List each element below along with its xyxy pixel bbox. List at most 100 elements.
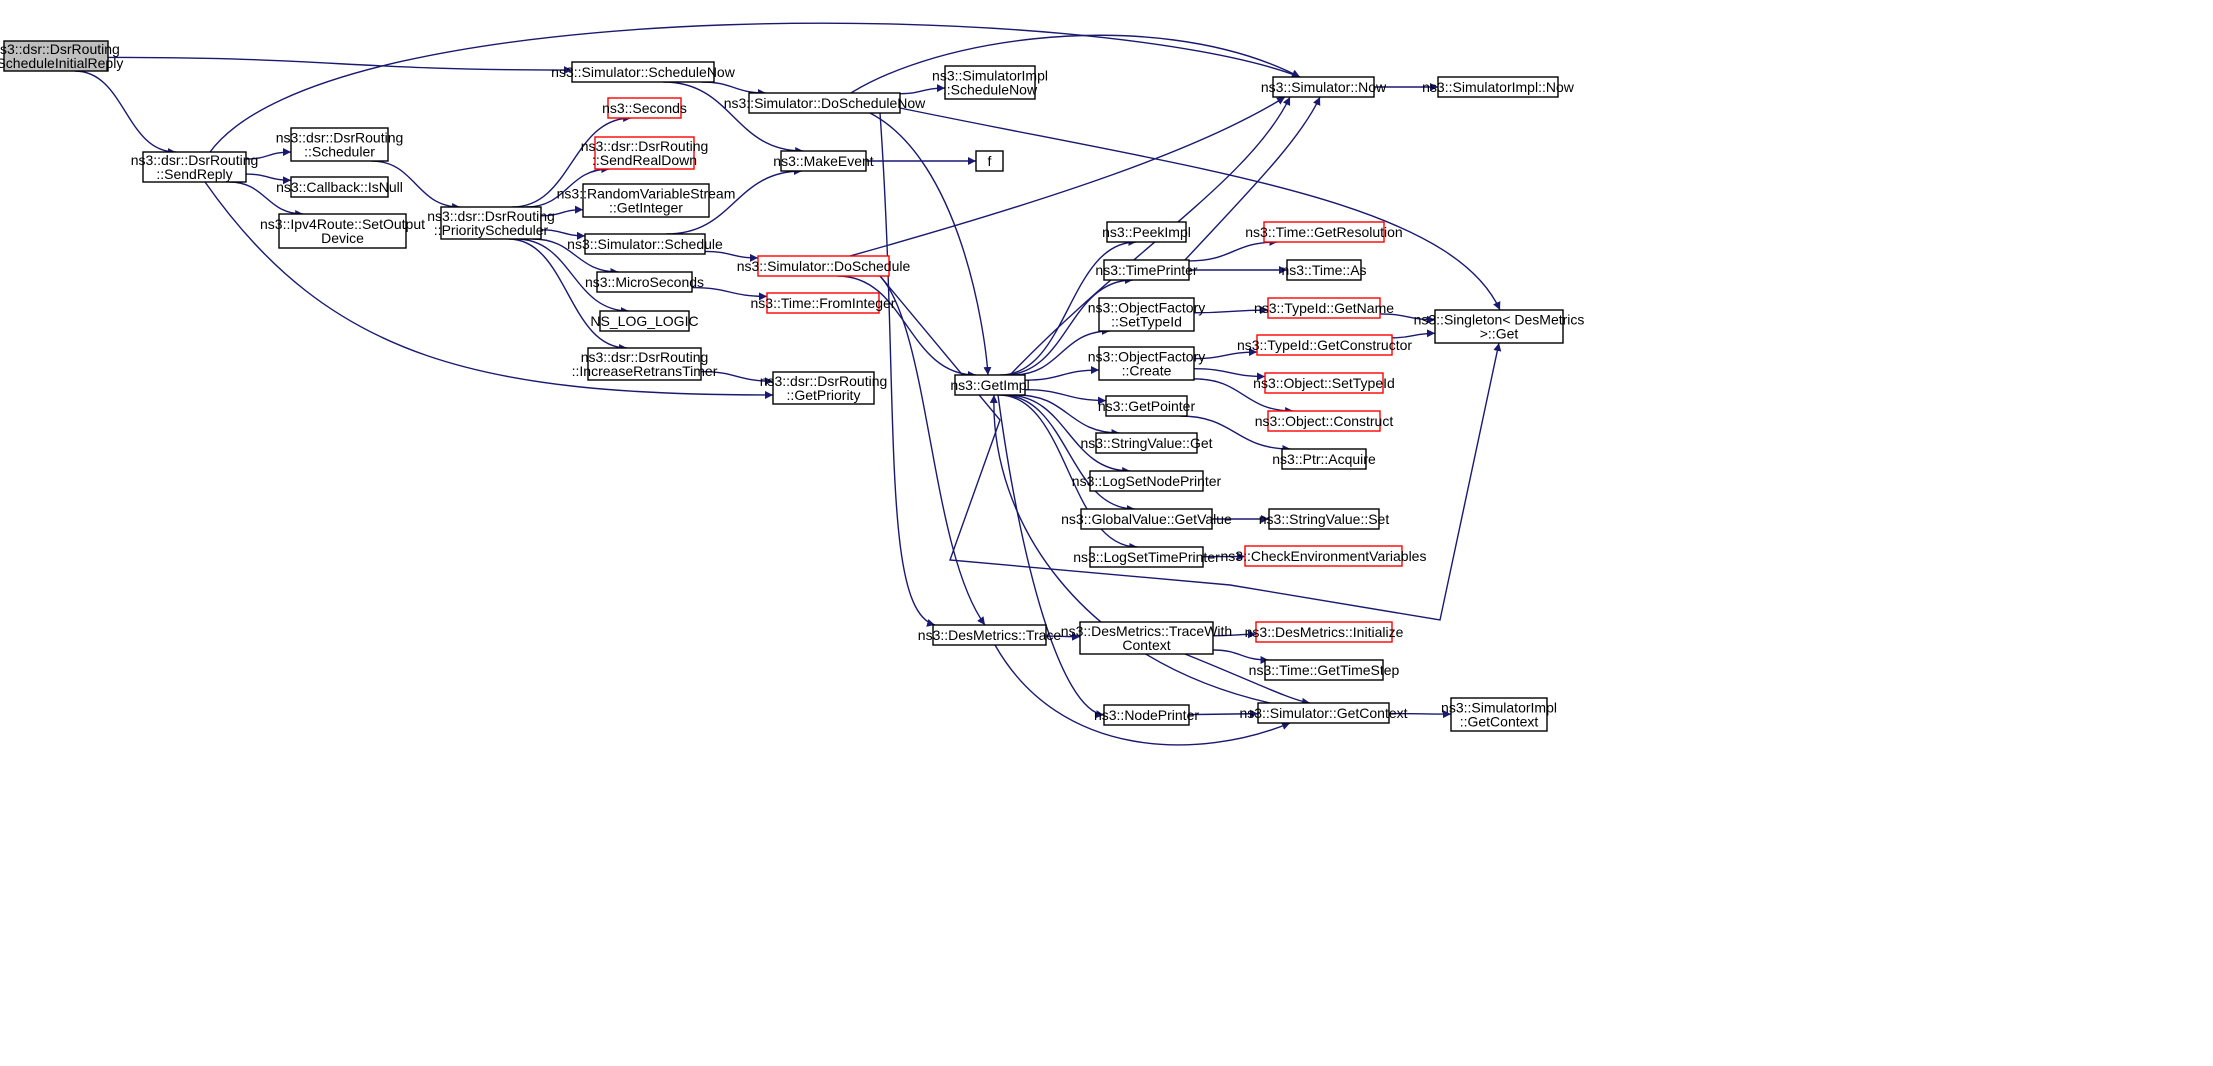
edge-do-schedule-now-to-simimpl-schedulenow: [899, 84, 946, 95]
node-label: ns3::LogSetNodePrinter: [1072, 473, 1222, 489]
node-label: ns3::Simulator::DoScheduleNow: [724, 95, 926, 111]
node-do-schedule[interactable]: ns3::Simulator::DoSchedule: [737, 255, 911, 277]
node-f[interactable]: f: [975, 150, 1004, 172]
edge-send-reply-to-simulator-now: [209, 22, 1301, 153]
node-peek-impl[interactable]: ns3::PeekImpl: [1102, 221, 1191, 243]
node-do-schedule-now[interactable]: ns3::Simulator::DoScheduleNow: [724, 92, 926, 114]
node-label: ::SendRealDown: [592, 152, 697, 168]
node-time-frominteger[interactable]: ns3::Time::FromInteger: [751, 292, 896, 314]
node-label: ns3::Time::As: [1281, 262, 1366, 278]
node-time-as[interactable]: ns3::Time::As: [1281, 259, 1367, 281]
node-get-priority[interactable]: ns3::dsr::DsrRouting::GetPriority: [760, 371, 888, 405]
edge-simulator-getcontext-to-simimpl-getcontext: [1388, 710, 1452, 719]
node-label: ::GetContext: [1460, 714, 1539, 730]
node-object-settypeid[interactable]: ns3::Object::SetTypeId: [1253, 372, 1395, 394]
edge-do-schedule-to-singleton-get: [879, 275, 1502, 621]
node-schedule-initial-reply: ns3::dsr::DsrRouting::ScheduleInitialRep…: [0, 40, 123, 72]
node-simimpl-schedulenow[interactable]: ns3::SimulatorImpl::ScheduleNow: [932, 65, 1048, 100]
node-label: ns3::DesMetrics::Initialize: [1245, 624, 1404, 640]
node-get-impl[interactable]: ns3::GetImpl: [950, 374, 1030, 396]
node-label: ::ScheduleNow: [943, 82, 1038, 98]
edge-schedule-initial-reply-to-schedule-now: [107, 56, 573, 75]
node-ns-log-logic[interactable]: NS_LOG_LOGIC: [590, 310, 699, 332]
edge-priority-scheduler-to-seconds: [512, 114, 632, 208]
node-label: Context: [1122, 637, 1170, 653]
node-label: ns3::Singleton< DesMetrics: [1414, 312, 1585, 328]
node-simulator-now[interactable]: ns3::Simulator::Now: [1261, 76, 1387, 98]
node-box: [1244, 545, 1403, 567]
node-priority-scheduler[interactable]: ns3::dsr::DsrRouting::PriorityScheduler: [427, 206, 555, 240]
node-typeid-getname[interactable]: ns3::TypeId::GetName: [1254, 297, 1394, 319]
node-send-reply[interactable]: ns3::dsr::DsrRouting::SendReply: [131, 151, 259, 183]
node-globalvalue-getvalue[interactable]: ns3::GlobalValue::GetValue: [1061, 508, 1232, 530]
node-label: ns3::GetPointer: [1098, 398, 1196, 414]
edge-get-pointer-to-ptr-acquire: [1179, 415, 1291, 453]
node-label: ns3::MicroSeconds: [585, 274, 704, 290]
node-box: [1264, 372, 1384, 394]
node-get-pointer[interactable]: ns3::GetPointer: [1098, 395, 1196, 417]
node-log-set-time-printer[interactable]: ns3::LogSetTimePrinter: [1073, 546, 1220, 568]
node-box: [1281, 448, 1367, 470]
node-send-real-down[interactable]: ns3::dsr::DsrRouting::SendRealDown: [581, 136, 709, 170]
node-desmetrics-trace[interactable]: ns3::DesMetrics::Trace: [918, 624, 1062, 646]
node-stringvalue-get[interactable]: ns3::StringValue::Get: [1080, 432, 1213, 454]
edge-schedule-now-to-make-event: [663, 81, 804, 155]
node-simulator-getcontext[interactable]: ns3::Simulator::GetContext: [1239, 702, 1408, 724]
node-make-event[interactable]: ns3::MakeEvent: [773, 150, 874, 172]
node-label: ns3::ObjectFactory: [1088, 300, 1206, 316]
node-label: ns3::Callback::IsNull: [276, 179, 403, 195]
node-label: ns3::dsr::DsrRouting: [760, 373, 888, 389]
node-check-env-vars[interactable]: ns3::CheckEnvironmentVariables: [1221, 545, 1427, 567]
node-seconds[interactable]: ns3::Seconds: [602, 97, 687, 119]
node-box: [1272, 76, 1375, 98]
node-object-construct[interactable]: ns3::Object::Construct: [1255, 410, 1394, 432]
node-ptr-acquire[interactable]: ns3::Ptr::Acquire: [1272, 448, 1376, 470]
node-simulator-schedule[interactable]: ns3::Simulator::Schedule: [567, 233, 723, 255]
node-time-gettimestep[interactable]: ns3::Time::GetTimeStep: [1249, 659, 1400, 681]
node-log-set-node-printer[interactable]: ns3::LogSetNodePrinter: [1072, 470, 1222, 492]
node-objfactory-create[interactable]: ns3::ObjectFactory::Create: [1088, 346, 1206, 381]
edge-objfactory-settypeid-to-typeid-getname: [1193, 306, 1269, 315]
node-label: ns3::dsr::DsrRouting: [427, 208, 555, 224]
node-box: [1434, 309, 1564, 344]
node-box: [766, 292, 880, 314]
node-box: [1286, 259, 1362, 281]
node-box: [440, 206, 542, 240]
node-increase-retrans-timer[interactable]: ns3::dsr::DsrRouting::IncreaseRetransTim…: [572, 347, 718, 381]
node-box: [1263, 221, 1385, 243]
node-singleton-get[interactable]: ns3::Singleton< DesMetrics >::Get: [1414, 309, 1585, 344]
node-label: ns3::Simulator::Now: [1261, 79, 1387, 95]
edge-simulator-schedule-to-do-schedule: [704, 250, 759, 262]
edge-get-impl-to-time-printer: [1003, 276, 1133, 376]
node-simimpl-getcontext[interactable]: ns3::SimulatorImpl::GetContext: [1441, 697, 1557, 732]
node-objfactory-settypeid[interactable]: ns3::ObjectFactory::SetTypeId: [1088, 297, 1206, 332]
node-box: [1080, 508, 1213, 530]
node-callback-isnull[interactable]: ns3::Callback::IsNull: [276, 176, 403, 198]
node-label: ns3::LogSetTimePrinter: [1073, 549, 1220, 565]
node-time-getresolution[interactable]: ns3::Time::GetResolution: [1245, 221, 1403, 243]
node-rvs-getinteger[interactable]: ns3::RandomVariableStream::GetInteger: [557, 183, 736, 218]
node-label: ns3::dsr::DsrRouting: [581, 349, 709, 365]
node-box: [780, 150, 867, 172]
node-schedule-now[interactable]: ns3::Simulator::ScheduleNow: [551, 61, 736, 83]
node-box: [582, 183, 710, 218]
edge-do-schedule-to-simulator-now: [849, 96, 1286, 257]
node-label: ns3::SimulatorImpl: [1441, 700, 1557, 716]
node-box: [1079, 621, 1214, 655]
node-label: ns3::dsr::DsrRouting: [131, 152, 259, 168]
node-label: ns3::NodePrinter: [1094, 707, 1199, 723]
edge-priority-scheduler-to-increase-retrans-timer: [508, 238, 628, 352]
node-node-printer[interactable]: ns3::NodePrinter: [1094, 704, 1199, 726]
node-stringvalue-set[interactable]: ns3::StringValue::Set: [1259, 508, 1390, 530]
node-time-printer[interactable]: ns3::TimePrinter: [1095, 259, 1198, 281]
node-simimpl-now[interactable]: ns3::SimulatorImpl::Now: [1422, 76, 1575, 98]
node-microseconds[interactable]: ns3::MicroSeconds: [585, 271, 704, 293]
node-box: [1255, 621, 1393, 643]
edge-priority-scheduler-to-ns-log-logic: [516, 238, 629, 315]
node-box: [954, 374, 1026, 396]
node-typeid-getconstructor[interactable]: ns3::TypeId::GetConstructor: [1237, 334, 1412, 356]
node-scheduler[interactable]: ns3::dsr::DsrRouting::Scheduler: [276, 127, 404, 162]
node-desmetrics-initialize[interactable]: ns3::DesMetrics::Initialize: [1245, 621, 1404, 643]
